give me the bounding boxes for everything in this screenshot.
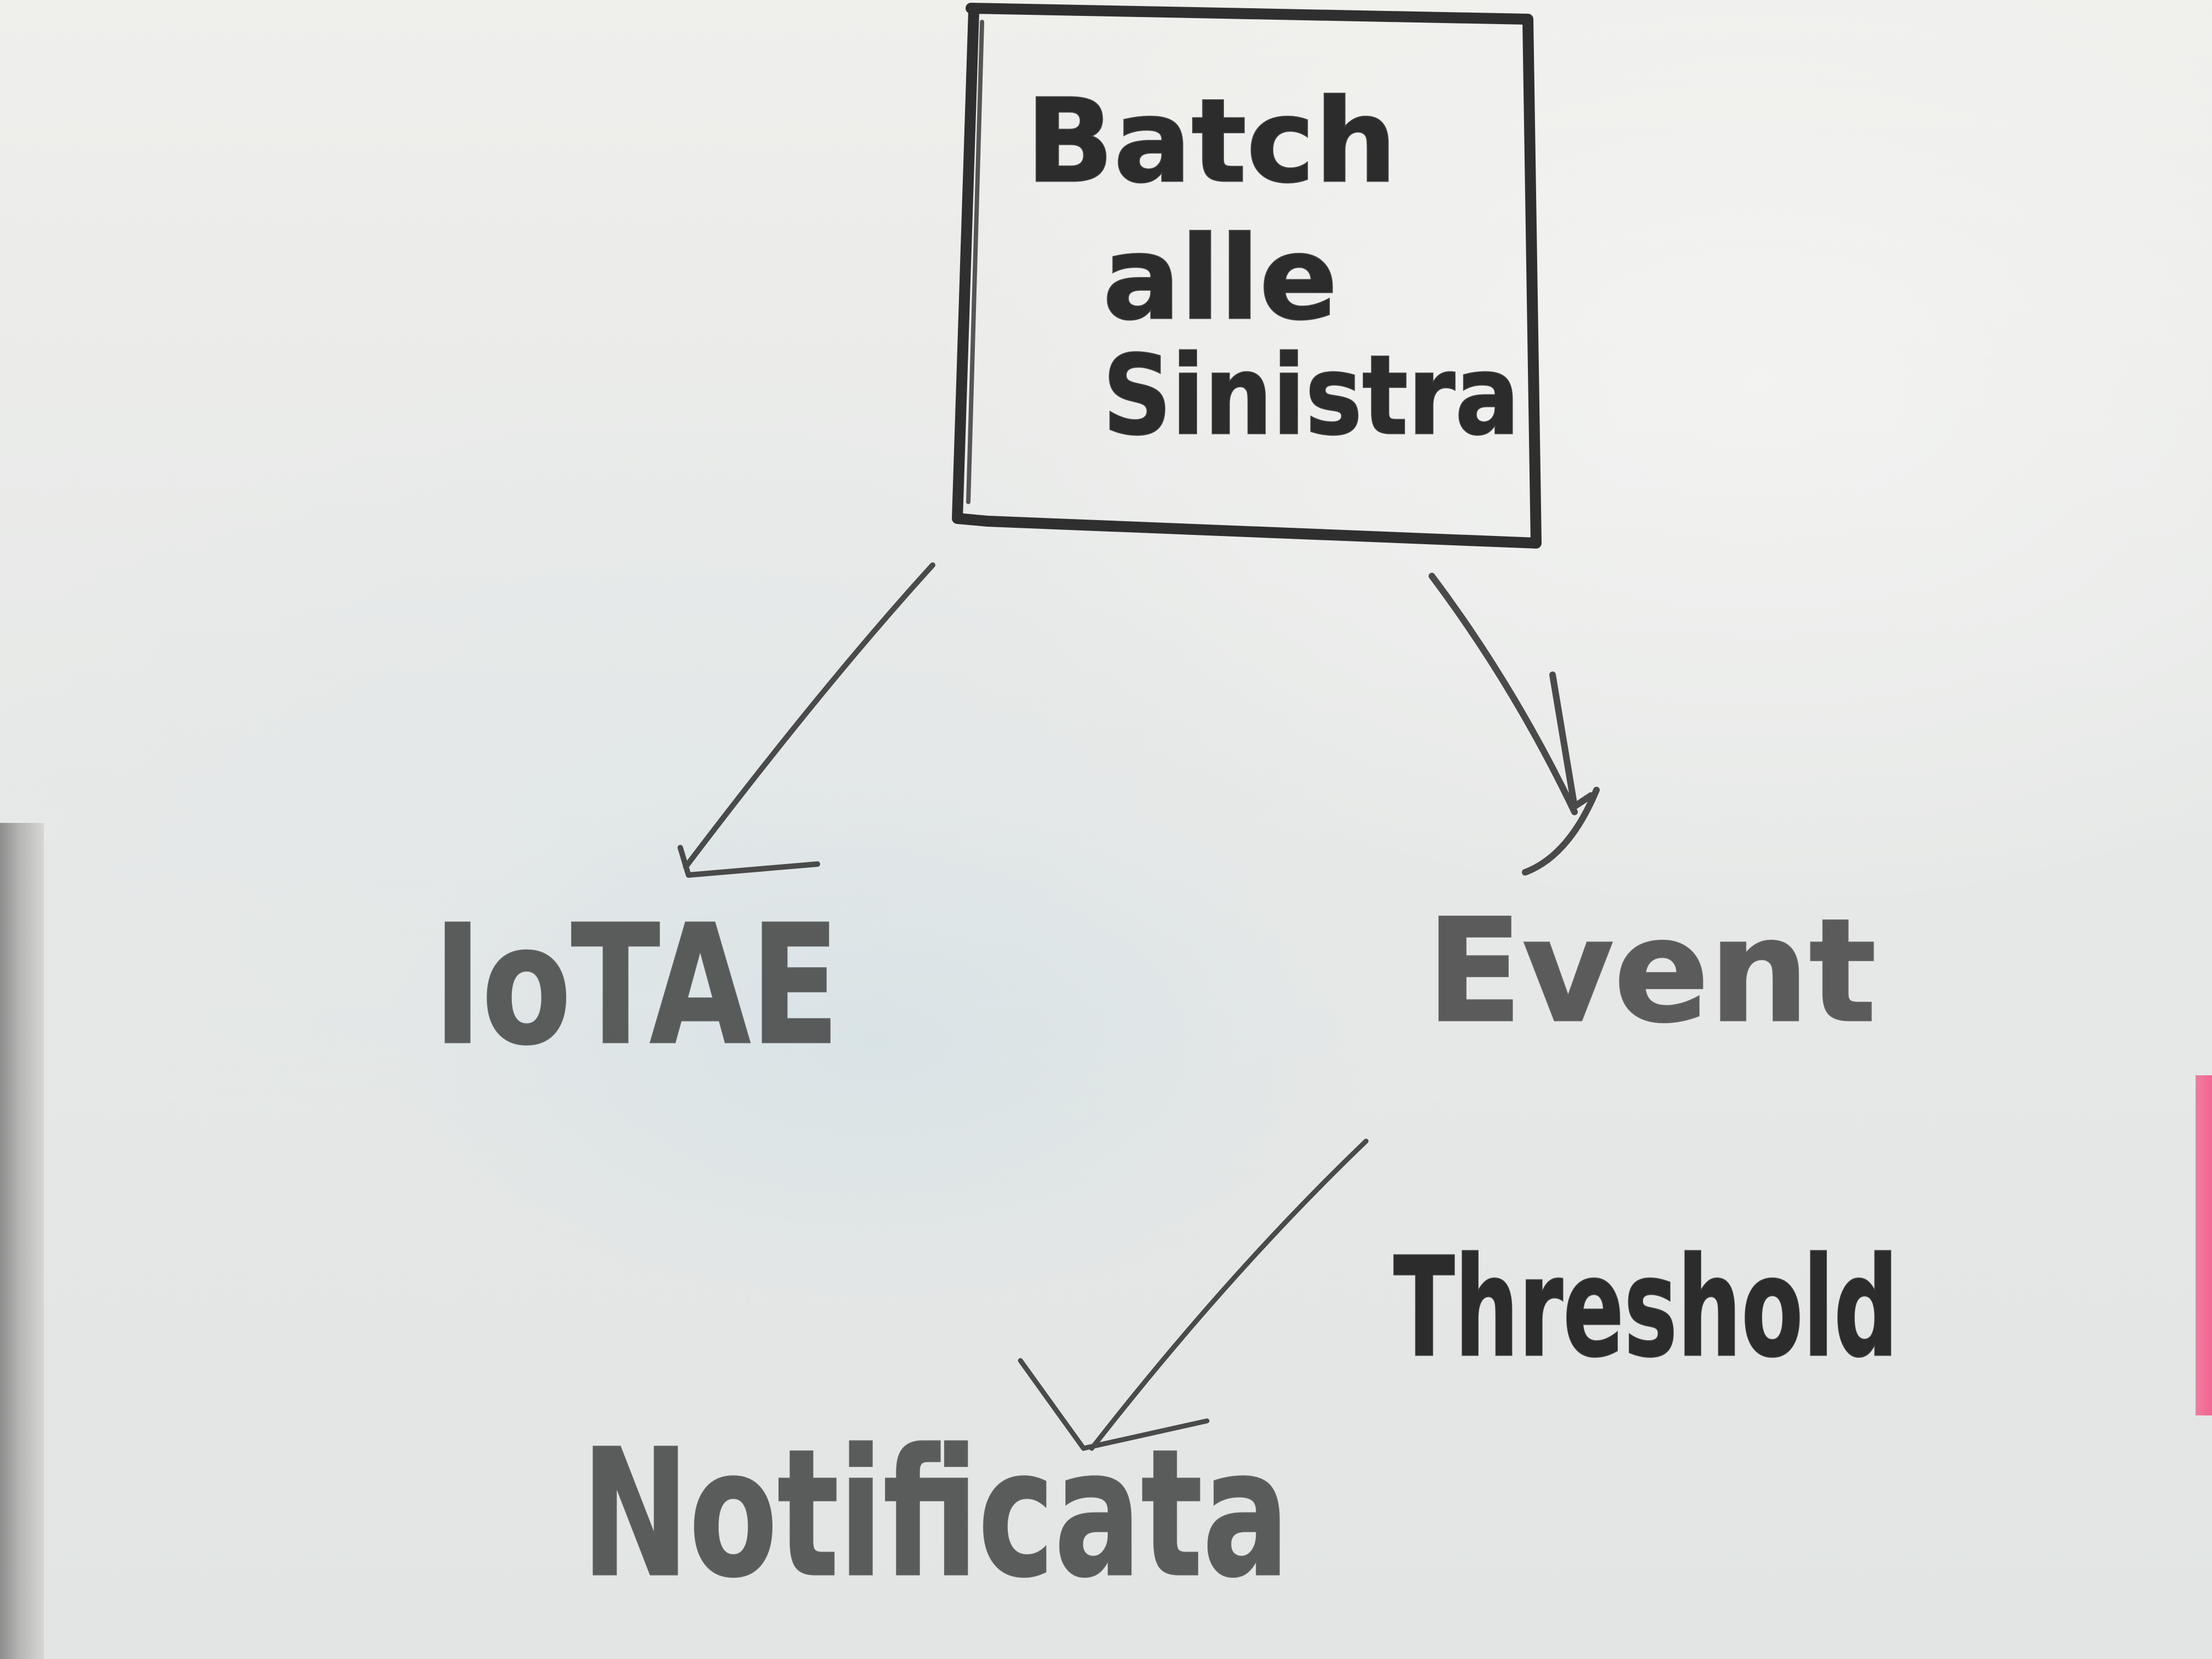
- whiteboard-frame: [0, 823, 44, 1659]
- edge-event-to-notifica: [1089, 1138, 1369, 1451]
- sticky-note: [2196, 1075, 2212, 1415]
- threshold-label: Threshold: [1393, 1228, 1898, 1387]
- edge-box-to-event: [1429, 573, 1578, 815]
- edge-box-to-iotae: [683, 562, 935, 870]
- arrowhead-iotae: [678, 845, 820, 878]
- box-node-label-line2: alle: [1103, 211, 1338, 346]
- arrowhead-event: [1522, 672, 1600, 876]
- event-node-label: Event: [1426, 889, 1876, 1054]
- box-node-label-line3: Sinistra: [1103, 332, 1520, 460]
- box-node-outline: [952, 3, 1542, 549]
- box-node-label-line1: Batch: [1026, 74, 1397, 208]
- iotae-node-label: IoTAE: [433, 890, 839, 1081]
- notifica-node-label: Notificata: [582, 1412, 1289, 1616]
- arrowhead-notifica: [1018, 1358, 1210, 1451]
- box-node-outline-inner: [966, 20, 984, 504]
